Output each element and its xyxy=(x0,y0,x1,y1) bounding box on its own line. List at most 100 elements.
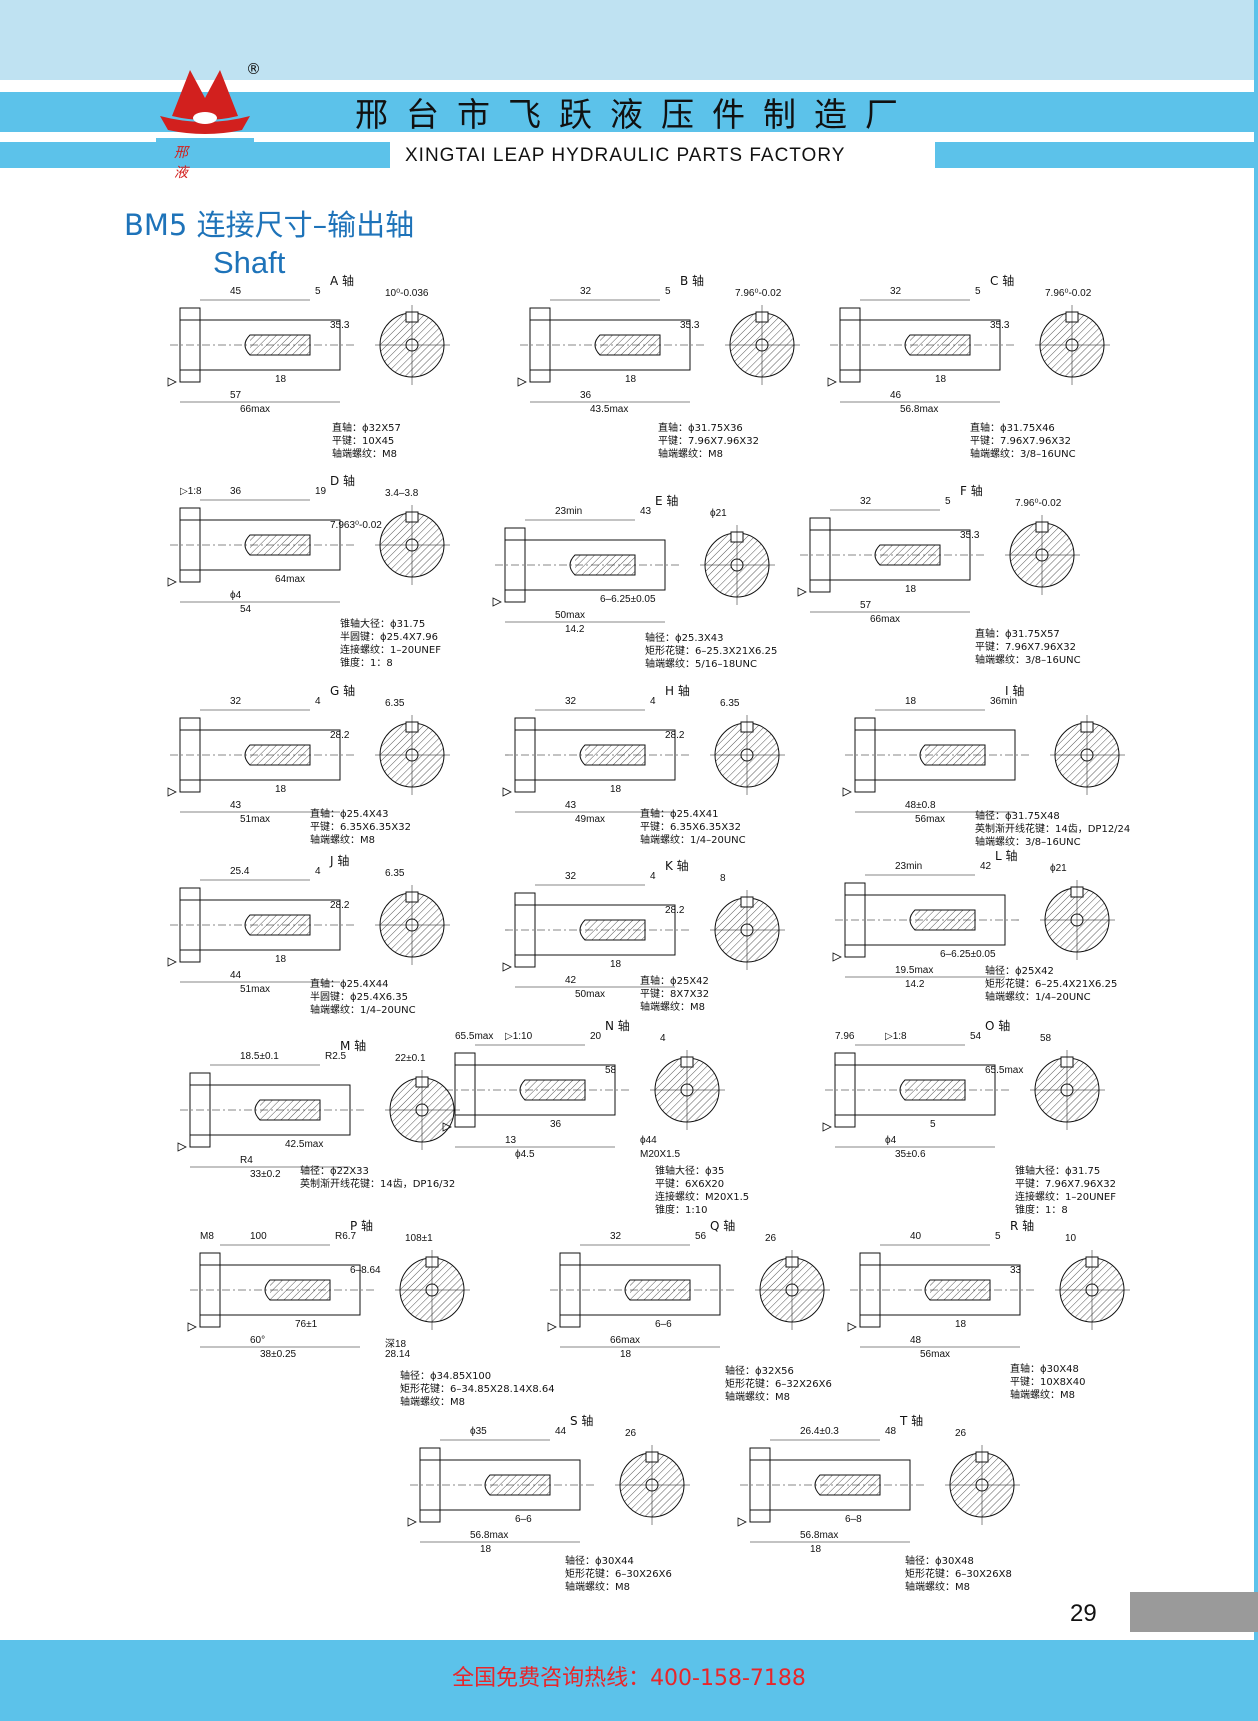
dimension-label: 18 xyxy=(275,784,287,795)
dimension-label: 48 xyxy=(910,1335,922,1346)
dimension-label: 33 xyxy=(1010,1265,1022,1276)
spec-line: 英制渐开线花键：14齿，DP16/32 xyxy=(300,1179,456,1190)
dimension-label: 32 xyxy=(565,871,577,882)
shaft-flange xyxy=(834,1052,856,1128)
company-logo: 邢 液 xyxy=(150,58,260,181)
shaft-label: J 轴 xyxy=(330,854,350,868)
dimension-label: 7.96⁰-0.02 xyxy=(735,288,782,299)
spec-line: 轴径：ϕ34.85X100 xyxy=(400,1371,492,1382)
spec-line: 直轴：ϕ25X42 xyxy=(640,976,709,987)
shaft-label: E 轴 xyxy=(655,494,679,508)
dimension-label: 5 xyxy=(995,1231,1001,1242)
keyway-hatch xyxy=(910,335,970,355)
dimension-label: R2.5 xyxy=(325,1051,347,1062)
dimension-label: 108±1 xyxy=(405,1233,433,1244)
keyway-hatch xyxy=(925,745,985,765)
spec-line: 轴径：ϕ32X56 xyxy=(725,1366,794,1377)
logo-text: 邢 液 xyxy=(174,145,210,181)
shaft-drawing xyxy=(832,874,1115,978)
datum-marker xyxy=(187,1322,197,1332)
shaft-flange xyxy=(514,892,536,968)
dimension-label: 10⁰-0.036 xyxy=(385,288,429,299)
spec-line: 轴端螺纹：M8 xyxy=(725,1392,790,1403)
shaft-flange xyxy=(854,717,876,793)
dimension-label: 22±0.1 xyxy=(395,1053,426,1064)
dimension-label: 54 xyxy=(970,1031,982,1042)
keyway-hatch xyxy=(525,1080,585,1100)
spec-line: 矩形花键：6–30X26X8 xyxy=(905,1569,1012,1580)
shaft-flange xyxy=(514,717,536,793)
dimension-label: 19 xyxy=(315,486,327,497)
spec-line: 连接螺纹：M20X1.5 xyxy=(655,1192,750,1203)
dimension-label: 49max xyxy=(575,814,606,825)
spec-line: 轴端螺纹：M8 xyxy=(658,449,723,460)
shaft-label: L 轴 xyxy=(995,849,1018,863)
dimension-label: ϕ35 xyxy=(470,1426,487,1437)
keyway-hatch xyxy=(250,915,310,935)
dimension-label: 42 xyxy=(565,975,577,986)
shaft-label: C 轴 xyxy=(990,274,1015,288)
dimension-label: 44 xyxy=(230,970,242,981)
spec-line: 轴端螺纹：M8 xyxy=(905,1582,970,1593)
dimension-label: ▷1:10 xyxy=(505,1031,533,1042)
dimension-label: 32 xyxy=(610,1231,622,1242)
datum-marker xyxy=(492,597,502,607)
dimension-label: 4 xyxy=(315,866,321,877)
shaft-drawing xyxy=(847,1244,1130,1348)
dimension-label: 4 xyxy=(650,871,656,882)
shaft-label: N 轴 xyxy=(605,1019,630,1033)
dimension-label: ϕ4 xyxy=(885,1135,897,1146)
datum-marker xyxy=(502,787,512,797)
dimension-label: 76±1 xyxy=(295,1319,318,1330)
spec-line: 矩形花键：6–32X26X6 xyxy=(725,1379,832,1390)
shaft-flange xyxy=(199,1252,221,1328)
spec-line: 半圆键：ϕ25.4X6.35 xyxy=(310,992,408,1003)
shaft-drawing xyxy=(827,299,1110,403)
shaft-drawing xyxy=(517,299,800,403)
shaft-label: F 轴 xyxy=(960,484,983,498)
company-name-en: XINGTAI LEAP HYDRAULIC PARTS FACTORY xyxy=(405,145,846,166)
shaft-flange xyxy=(809,517,831,593)
shaft-flange xyxy=(529,307,551,383)
spec-line: 轴端螺纹：M8 xyxy=(640,1002,705,1013)
spec-line: 平键：10X8X40 xyxy=(1010,1377,1086,1388)
keyway-hatch xyxy=(250,745,310,765)
dimension-label: 43.5max xyxy=(590,404,629,415)
dimension-label: 5 xyxy=(315,286,321,297)
dimension-label: 54 xyxy=(240,604,252,615)
shaft-drawing xyxy=(492,519,775,623)
dimension-label: 36 xyxy=(580,390,592,401)
datum-marker xyxy=(847,1322,857,1332)
shaft-flange xyxy=(179,507,201,583)
dimension-label: R6.7 xyxy=(335,1231,357,1242)
spec-line: 轴径：ϕ25X42 xyxy=(985,966,1054,977)
dimension-label: 4 xyxy=(315,696,321,707)
spec-line: 矩形花键：6–34.85X28.14X8.64 xyxy=(400,1384,555,1395)
dimension-label: 51max xyxy=(240,984,271,995)
dimension-label: ▷1:8 xyxy=(180,486,202,497)
dimension-label: 23min xyxy=(895,861,923,872)
spec-line: 平键：6.35X6.35X32 xyxy=(640,822,741,833)
dimension-label: 28.14 xyxy=(385,1349,411,1360)
dimension-label: 57 xyxy=(860,600,872,611)
page-number: 29 xyxy=(1070,1600,1097,1627)
dimension-label: 26.4±0.3 xyxy=(800,1426,839,1437)
dimension-label: 56.8max xyxy=(900,404,939,415)
dimension-label: 32 xyxy=(230,696,242,707)
dimension-label: ϕ21 xyxy=(1050,863,1067,874)
dimension-label: 18.5±0.1 xyxy=(240,1051,279,1062)
dimension-label: 46 xyxy=(890,390,902,401)
